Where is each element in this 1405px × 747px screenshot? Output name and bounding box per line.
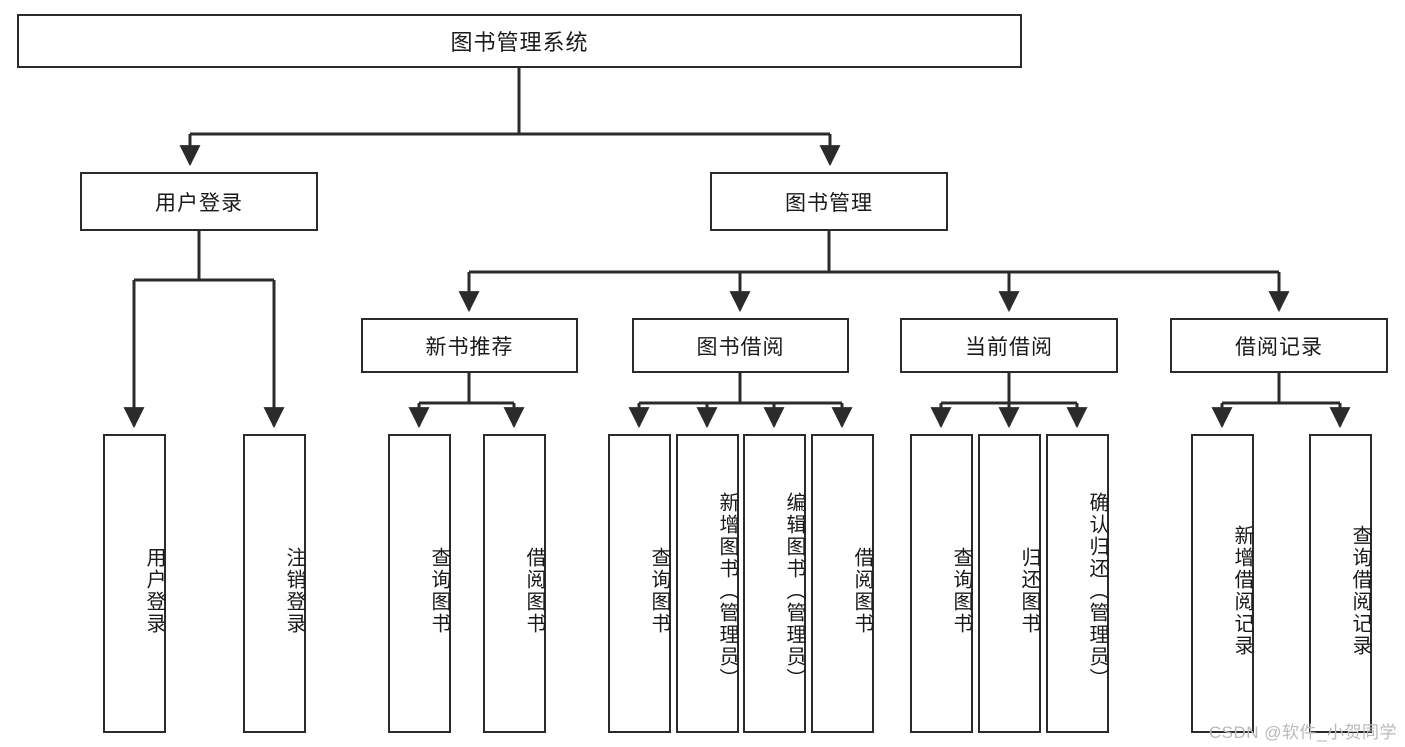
leaf-add-record-label: 新增借阅记录: [1231, 524, 1253, 657]
leaf-borrow-book-1-label: 借阅图书: [523, 546, 545, 635]
leaf-query-book-1[interactable]: 查询图书: [388, 434, 451, 733]
leaf-user-login[interactable]: 用户登录: [103, 434, 166, 733]
leaf-query-book-2[interactable]: 查询图书: [608, 434, 671, 733]
node-new-book-recommend[interactable]: 新书推荐: [361, 318, 578, 373]
leaf-query-record[interactable]: 查询借阅记录: [1309, 434, 1372, 733]
leaf-borrow-book-2-label: 借阅图书: [851, 546, 873, 635]
node-book-management[interactable]: 图书管理: [710, 172, 948, 231]
node-root[interactable]: 图书管理系统: [17, 14, 1022, 68]
node-book-borrow[interactable]: 图书借阅: [632, 318, 849, 373]
leaf-query-book-2-label: 查询图书: [648, 546, 670, 635]
leaf-add-book-label: 新增图书（管理员）: [716, 491, 738, 690]
leaf-query-book-3-label: 查询图书: [950, 546, 972, 635]
leaf-return-book[interactable]: 归还图书: [978, 434, 1041, 733]
leaf-borrow-book-2[interactable]: 借阅图书: [811, 434, 874, 733]
leaf-return-book-label: 归还图书: [1018, 546, 1040, 635]
leaf-query-book-1-label: 查询图书: [428, 546, 450, 635]
node-current-borrow-label: 当前借阅: [965, 335, 1053, 359]
node-root-label: 图书管理系统: [450, 30, 589, 55]
node-user-login-label: 用户登录: [155, 191, 243, 215]
leaf-edit-book-label: 编辑图书（管理员）: [783, 491, 805, 690]
leaf-confirm-return[interactable]: 确认归还（管理员）: [1046, 434, 1109, 733]
leaf-query-book-3[interactable]: 查询图书: [910, 434, 973, 733]
node-book-borrow-label: 图书借阅: [696, 335, 785, 359]
leaf-user-login-label: 用户登录: [143, 546, 165, 635]
node-user-login[interactable]: 用户登录: [80, 172, 318, 231]
leaf-confirm-return-label: 确认归还（管理员）: [1086, 491, 1108, 690]
csdn-watermark: CSDN @软件_小贺同学: [1208, 723, 1397, 742]
leaf-logout-login-label: 注销登录: [283, 546, 305, 635]
node-new-book-recommend-label: 新书推荐: [425, 335, 514, 359]
leaf-add-record[interactable]: 新增借阅记录: [1191, 434, 1254, 733]
leaf-edit-book[interactable]: 编辑图书（管理员）: [743, 434, 806, 733]
node-book-management-label: 图书管理: [785, 191, 873, 215]
node-borrow-record[interactable]: 借阅记录: [1170, 318, 1388, 373]
leaf-logout-login[interactable]: 注销登录: [243, 434, 306, 733]
leaf-borrow-book-1[interactable]: 借阅图书: [483, 434, 546, 733]
node-borrow-record-label: 借阅记录: [1235, 335, 1323, 359]
leaf-query-record-label: 查询借阅记录: [1349, 524, 1371, 657]
node-current-borrow[interactable]: 当前借阅: [900, 318, 1118, 373]
leaf-add-book[interactable]: 新增图书（管理员）: [676, 434, 739, 733]
